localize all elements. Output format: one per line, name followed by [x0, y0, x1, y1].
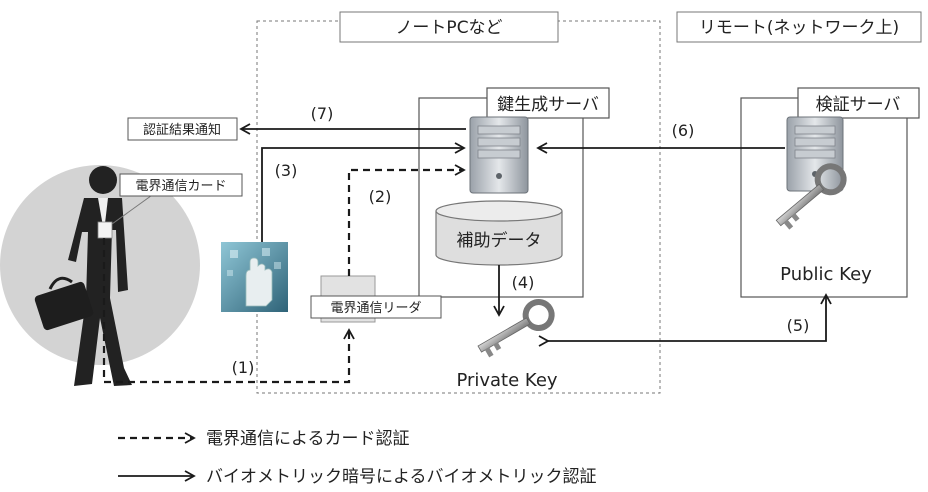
- step-label-7: (7): [311, 104, 334, 123]
- step-label-5: (5): [787, 316, 810, 335]
- keygen-server-label: 鍵生成サーバ: [497, 95, 599, 115]
- remote-region-label-box: [676, 11, 922, 43]
- local-region-label-box: [339, 11, 559, 43]
- reader-label-box: [310, 295, 442, 319]
- public-key-icon: [775, 163, 847, 230]
- reader-label: 電界通信リーダ: [330, 301, 421, 316]
- card-label: 電界通信カード: [135, 179, 226, 194]
- private-key-icon: [477, 299, 555, 358]
- private-key-label: Private Key: [456, 370, 557, 391]
- verify-server-icon: [786, 116, 844, 192]
- card-pointer: [111, 192, 156, 225]
- arrow-step-3: [261, 142, 466, 242]
- auth-result-box: [127, 117, 238, 141]
- step-label-1: (1): [232, 358, 255, 377]
- step-label-4: (4): [512, 273, 535, 292]
- aux-data-label: 補助データ: [457, 230, 542, 251]
- arrow-step-5: [538, 293, 832, 347]
- step-label-3: (3): [275, 161, 298, 180]
- legend-solid-label: バイオメトリック暗号によるバイオメトリック認証: [206, 467, 597, 487]
- card-label-box: [119, 173, 243, 197]
- keygen-server-icon: [469, 116, 529, 194]
- legend-dashed-label: 電界通信によるカード認証: [206, 429, 410, 449]
- step-label-6: (6): [672, 121, 695, 140]
- arrow-step-1: [102, 238, 355, 384]
- verify-server-label: 検証サーバ: [816, 95, 901, 115]
- local-region: [256, 20, 661, 394]
- verify-server-label-box: [797, 87, 920, 119]
- local-region-label: ノートPCなど: [395, 18, 502, 38]
- public-key-label: Public Key: [780, 264, 872, 285]
- keygen-server-label-box: [486, 87, 610, 119]
- remote-region-label: リモート(ネットワーク上): [699, 18, 899, 38]
- aux-data-cylinder: [435, 200, 563, 266]
- step-label-2: (2): [369, 187, 392, 206]
- auth-result-label: 認証結果通知: [143, 122, 221, 138]
- person-figure: [34, 166, 132, 386]
- fingerprint-hand-image: [221, 242, 288, 312]
- arrow-step-2: [347, 164, 466, 276]
